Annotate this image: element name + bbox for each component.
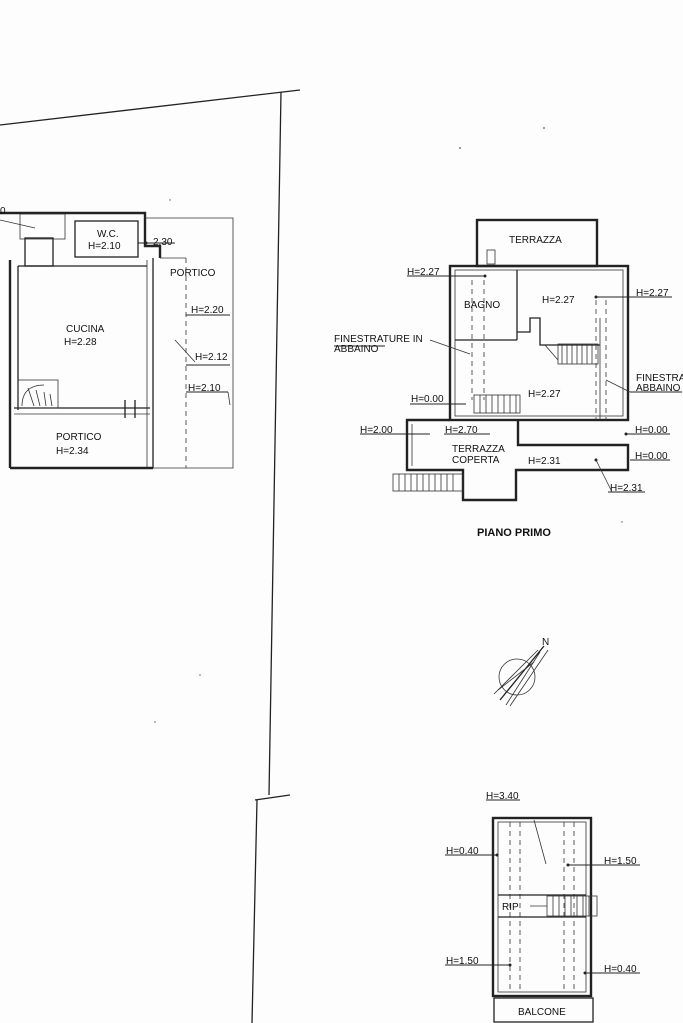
room-height-2: H=2.27: [528, 389, 561, 400]
terrazza-coperta-label-2: COPERTA: [452, 455, 500, 466]
finestra-label-2: ABBAINO: [636, 383, 681, 394]
room-height-1: H=2.27: [542, 295, 575, 306]
piano-primo-title: PIANO PRIMO: [477, 527, 551, 539]
height-0-00-right-2: H=0.00: [635, 451, 668, 462]
balcone-label: BALCONE: [518, 1007, 566, 1018]
height-2-31-bottom: H=2.31: [610, 483, 643, 494]
first-floor-stairs-lower: [392, 473, 464, 492]
finestrature-label-2: ABBAINO: [334, 344, 379, 355]
portico-top-label: PORTICO: [170, 268, 216, 279]
north-arrow-icon: [493, 645, 549, 707]
finestrature-label-1: FINESTRATURE IN: [334, 334, 423, 345]
height-2-10: H=2.10: [188, 383, 221, 394]
terrazza-label: TERRAZZA: [509, 235, 562, 246]
height-2-27-right: H=2.27: [636, 288, 669, 299]
rip-label: RIP: [502, 902, 519, 913]
portico-bottom-label: PORTICO: [56, 432, 102, 443]
finestra-label-1: FINESTRA: [636, 373, 683, 384]
height-0-00-left: H=0.00: [411, 394, 444, 405]
ground-stairs: [17, 379, 59, 409]
north-label: N: [542, 637, 549, 648]
cucina-label: CUCINA: [66, 324, 105, 335]
height-0-00-right-1: H=0.00: [635, 425, 668, 436]
height-2-12: H=2.12: [195, 352, 228, 363]
height-2-27-left: H=2.27: [407, 267, 440, 278]
height-2-31-mid: H=2.31: [528, 456, 561, 467]
height-1-50-right: H=1.50: [604, 856, 637, 867]
cucina-height: H=2.28: [64, 337, 97, 348]
scan-specks: [154, 127, 623, 723]
height-0-40-left: H=0.40: [446, 846, 479, 857]
first-floor-stairs-right: [544, 343, 599, 365]
attic-stairs: [530, 895, 598, 917]
height-0-40-right: H=0.40: [604, 964, 637, 975]
attic-plan: [445, 799, 640, 1023]
terrazza-coperta-label-1: TERRAZZA: [452, 444, 505, 455]
height-3-40: H=3.40: [486, 791, 519, 802]
first-floor-plan: [334, 218, 682, 502]
wc-label: W.C.: [97, 229, 119, 240]
wc-height: H=2.10: [88, 241, 121, 252]
first-floor-stairs-center: [473, 394, 521, 414]
height-2-20: H=2.20: [191, 305, 224, 316]
height-1-50-left: H=1.50: [446, 956, 479, 967]
bagno-label: BAGNO: [464, 300, 500, 311]
height-2-00: H=2.00: [360, 425, 393, 436]
height-2-70: H=2.70: [445, 425, 478, 436]
sheet-border: [0, 89, 301, 1023]
wc-side-height: 2.30: [153, 237, 173, 248]
portico-bottom-height: H=2.34: [56, 446, 89, 457]
gf-cut-label: 0: [0, 206, 6, 217]
ground-floor-plan: [0, 211, 234, 470]
